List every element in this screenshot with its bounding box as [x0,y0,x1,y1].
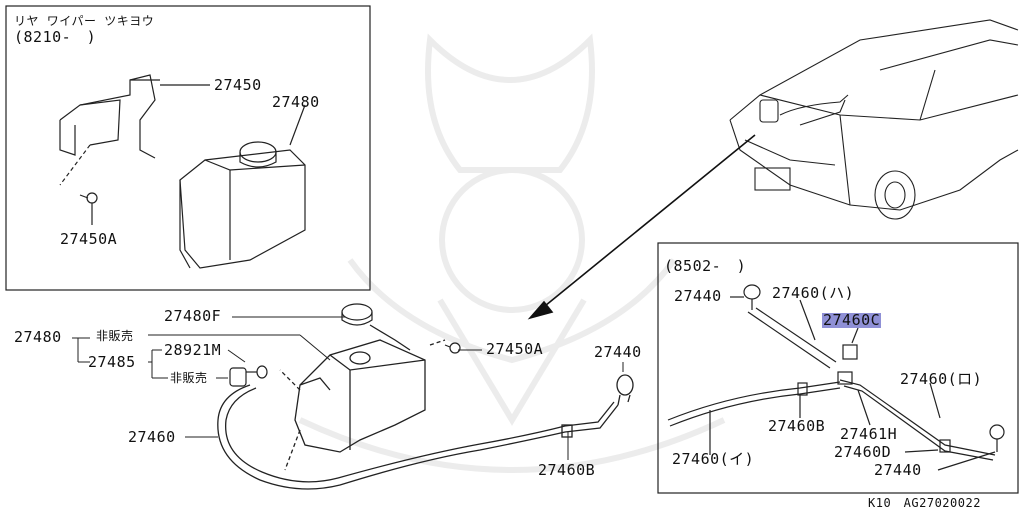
cap-drawing [341,303,373,326]
inset-rear-wiper-box [5,5,371,291]
bracket-drawing [59,74,210,186]
inset-8502-box [657,242,1019,494]
part-label-tank-main: 27480 [14,328,62,346]
part-label-bolt-main: 27450A [486,340,544,358]
diagram-code: K10 AG27020022 [868,496,981,510]
reference-arrow [527,134,756,320]
watermark-emblem [298,33,726,473]
part-label-motor: 28921M [164,341,222,359]
tank-main-drawing [279,324,446,471]
part-label-hose-ro: 27460(ロ) [900,370,983,388]
inset-subtitle: (8210- ) [14,28,97,46]
hose-drawing [217,374,634,490]
part-label-bolt-small: 27450A [60,230,118,248]
part-label-nozzle-main: 27440 [594,343,642,361]
part-label-hose-main: 27460 [128,428,176,446]
part-label-hose-ha: 27460(ハ) [772,284,855,302]
motor-drawing [229,365,268,387]
part-label-clip-main: 27460B [538,461,596,479]
car-drawing [729,19,1019,220]
part-label-hose-i: 27460(イ) [672,450,755,468]
inset-hoses-drawing [667,284,1005,471]
part-label-joint: 27461H [840,425,898,443]
part-label-tank-small: 27480 [272,93,320,111]
inset-8502-title: (8502- ) [664,257,747,275]
leader-lines [72,316,624,460]
bolt-main-drawing [444,342,461,354]
tank-small-drawing [179,104,306,269]
bolt-small-drawing [79,192,98,225]
not-for-sale-label-2: 非販売 [170,371,208,385]
part-label-assembly: 27485 [88,353,136,371]
part-label-clip-d: 27460D [834,443,892,461]
part-label-cap: 27480F [164,307,222,325]
part-label-nozzle-1: 27440 [674,287,722,305]
part-label-nozzle-2: 27440 [874,461,922,479]
not-for-sale-label-1: 非販売 [96,329,134,343]
inset-title: リヤ ワイパー ツキヨウ [14,14,155,28]
part-label-valve-highlighted: 27460C [822,311,882,329]
part-label-clip-inset: 27460B [768,417,826,435]
part-label-bracket: 27450 [214,76,262,94]
